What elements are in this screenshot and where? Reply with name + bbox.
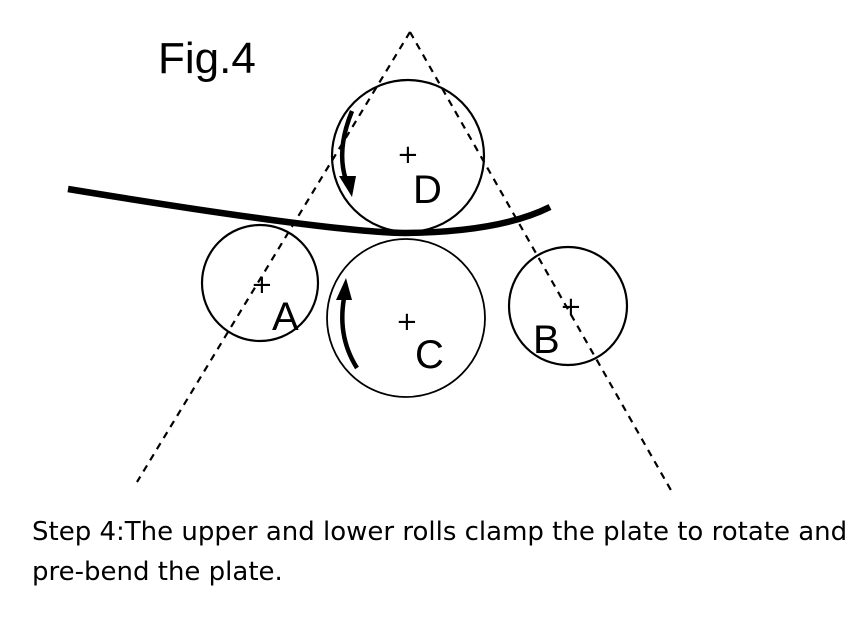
roll-d-rotation-arrow <box>339 110 355 181</box>
figure-title: Fig.4 <box>158 34 256 83</box>
roll-c-label: C <box>415 333 444 377</box>
roll-a-center-marker: + <box>251 270 273 300</box>
plate <box>67 185 552 237</box>
roll-c-arrowhead-icon <box>336 278 352 300</box>
right-guide-line <box>409 31 673 493</box>
roll-b-circle <box>507 245 629 367</box>
left-guide-line <box>136 31 411 483</box>
roll-a-label: A <box>272 295 299 339</box>
roll-d-label: D <box>413 168 442 212</box>
roll-d-center-marker: + <box>397 140 419 170</box>
roll-c-circle <box>326 238 486 398</box>
roll-a-circle <box>200 223 320 343</box>
roll-c-rotation-arrow <box>340 292 359 370</box>
roll-b-label: B <box>533 318 560 362</box>
figure-caption: Step 4:The upper and lower rolls clamp t… <box>32 517 848 587</box>
roll-b-center-marker: + <box>560 292 582 322</box>
roll-c-center-marker: + <box>396 307 418 337</box>
roll-d-arrowhead-icon <box>339 176 356 197</box>
